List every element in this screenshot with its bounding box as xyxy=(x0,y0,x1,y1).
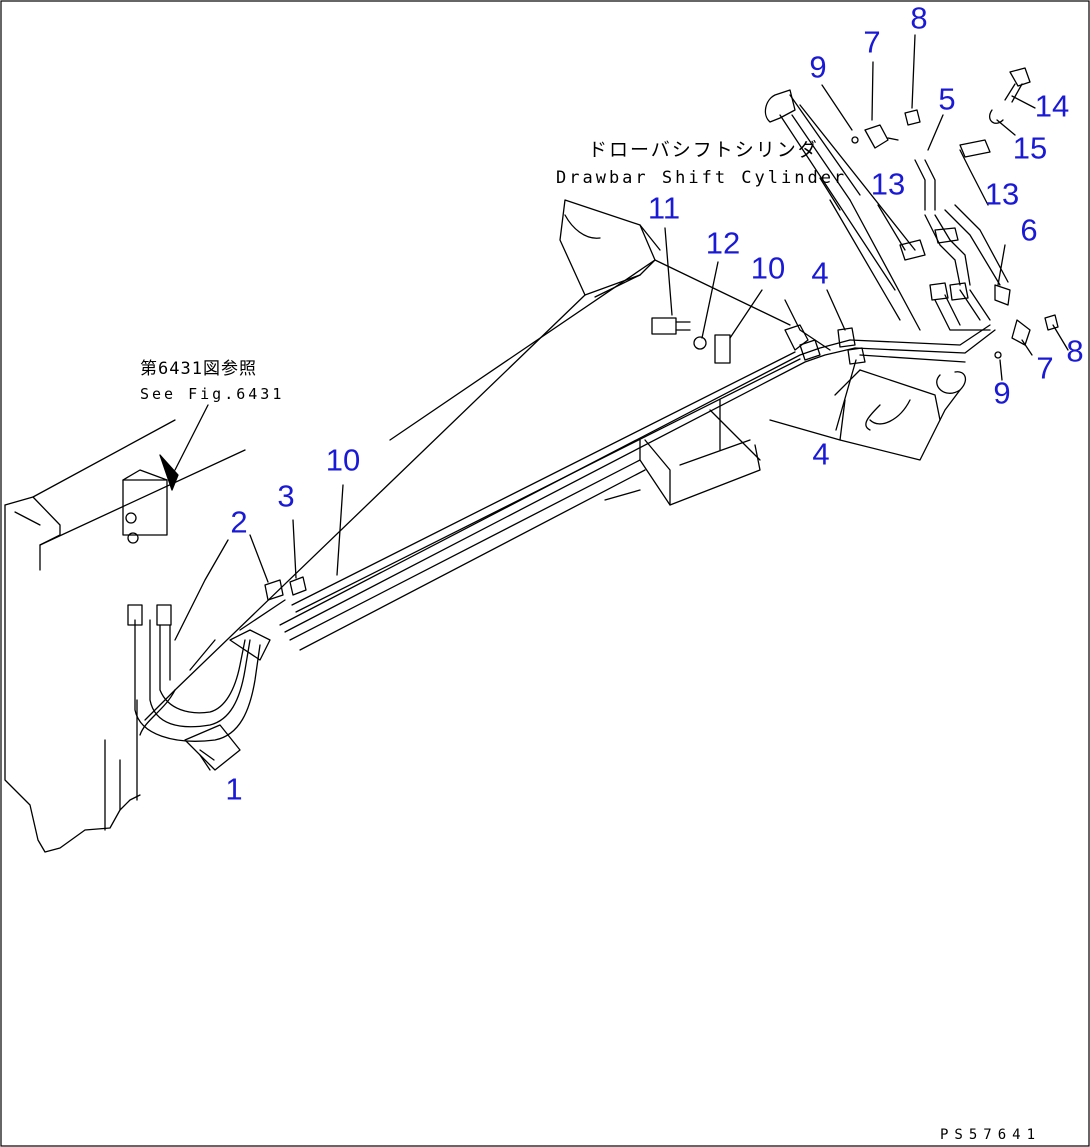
callout-3: 3 xyxy=(277,478,295,514)
callout-6: 6 xyxy=(1020,212,1038,248)
callout-15: 15 xyxy=(1012,130,1048,166)
cylinder-label-en: Drawbar Shift Cylinder xyxy=(556,168,848,188)
callout-10-lower: 10 xyxy=(325,442,361,478)
cylinder-label-ja: ドローバシフトシリンダ xyxy=(588,139,819,161)
callout-2: 2 xyxy=(230,504,248,540)
callout-1: 1 xyxy=(225,771,243,807)
callout-4-top: 4 xyxy=(811,255,829,291)
callout-13-right: 13 xyxy=(984,176,1020,212)
callout-5: 5 xyxy=(938,81,956,117)
callout-13-left: 13 xyxy=(870,166,906,202)
leader-lines xyxy=(159,34,1069,761)
hydraulic-pipes xyxy=(279,159,1009,633)
fittings xyxy=(122,67,1059,601)
callout-14: 14 xyxy=(1034,88,1070,124)
drawing-code: PS57641 xyxy=(940,1127,1042,1143)
main-frame xyxy=(139,199,961,771)
callout-11: 11 xyxy=(647,190,681,226)
callout-9-right: 9 xyxy=(993,375,1011,411)
callout-10-upper: 10 xyxy=(750,250,786,286)
callout-7-top: 7 xyxy=(863,24,881,60)
reference-label-ja: 第6431図参照 xyxy=(140,359,257,379)
callout-8-right: 8 xyxy=(1066,333,1084,369)
shift-cylinder xyxy=(764,89,921,331)
left-body-panel xyxy=(4,419,246,853)
callout-9-top: 9 xyxy=(809,49,827,85)
callout-8-top: 8 xyxy=(910,0,928,36)
callout-4-bottom: 4 xyxy=(812,436,830,472)
hose-assemblies xyxy=(127,604,271,742)
callout-12: 12 xyxy=(705,225,741,261)
callout-7-right: 7 xyxy=(1036,350,1054,386)
reference-label-en: See Fig.6431 xyxy=(140,385,285,403)
